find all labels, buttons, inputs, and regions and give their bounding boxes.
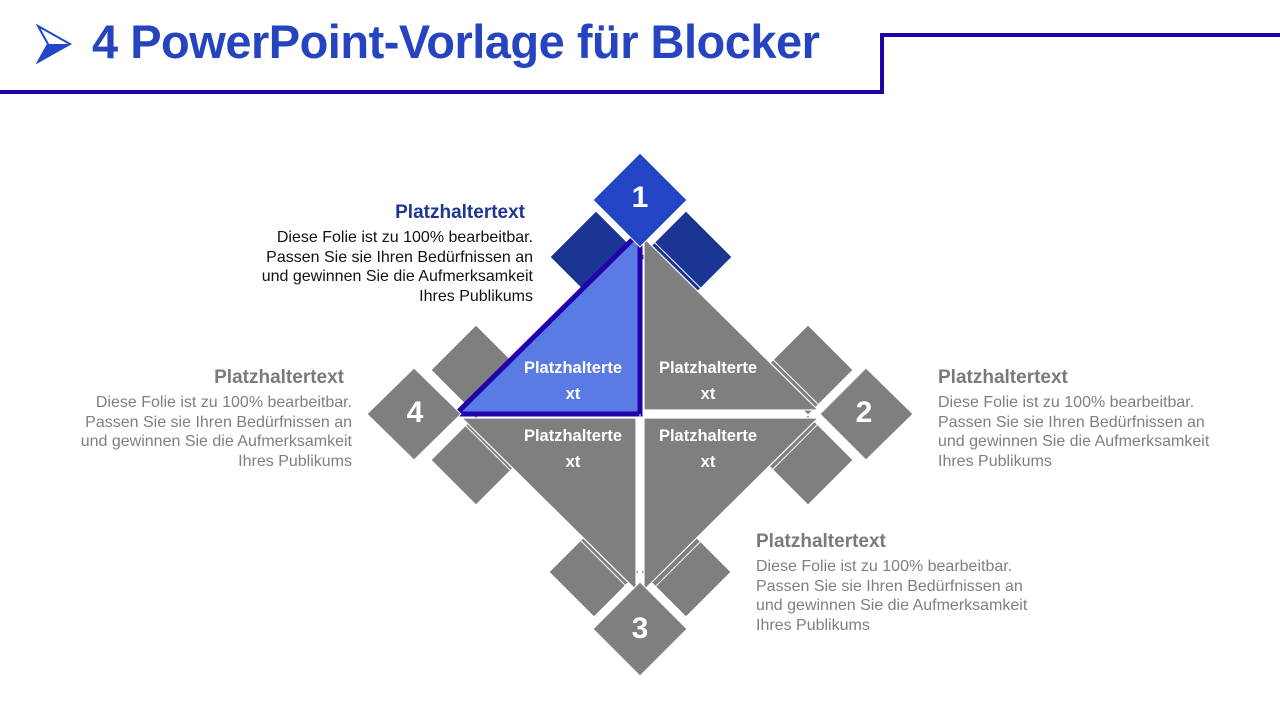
block-heading: Platzhaltertext xyxy=(938,367,1068,388)
number-diamond-3 xyxy=(592,581,688,677)
step-number-3: 3 xyxy=(631,612,649,645)
quadrant-top-left-highlighted xyxy=(449,226,643,417)
step-number-2: 2 xyxy=(855,396,873,429)
step-number-1: 1 xyxy=(631,181,649,214)
quadrant-label-line: xt xyxy=(700,453,716,471)
block-body: Diese Folie ist zu 100% bearbeitbar. Pas… xyxy=(756,557,1076,635)
title-frame-top xyxy=(880,33,1280,37)
block-body-line: und gewinnen Sie die Aufmerksamkeit xyxy=(756,597,1028,614)
block-body-line: Diese Folie ist zu 100% bearbeitbar. xyxy=(756,558,1013,575)
block-body-line: Passen Sie sie Ihren Bedürfnissen an xyxy=(756,577,1023,595)
quadrant-top-right xyxy=(643,236,820,411)
text-block-1: Platzhaltertext Diese Folie ist zu 100% … xyxy=(213,202,533,306)
block-body: Diese Folie ist zu 100% bearbeitbar. Pas… xyxy=(213,228,533,306)
block-body-line: Ihres Publikums xyxy=(756,616,870,634)
diamond-edge-line xyxy=(646,234,827,413)
block-body-line: Ihres Publikums xyxy=(419,287,533,305)
quadrant-label-line: xt xyxy=(565,385,581,403)
block-body-line: Diese Folie ist zu 100% bearbeitbar. xyxy=(95,394,352,411)
number-diamond-2 xyxy=(819,367,914,461)
text-block-3: Platzhaltertext Diese Folie ist zu 100% … xyxy=(756,531,1076,635)
diamond-edge-line xyxy=(455,415,637,597)
page-title: 4 PowerPoint-Vorlage für Blocker xyxy=(92,15,820,68)
number-diamond-1 xyxy=(592,152,688,248)
title-underline xyxy=(0,90,884,94)
quadrant-label-bottom-left: Platzhalterte xt xyxy=(508,423,638,475)
block-body-line: und gewinnen Sie die Aufmerksamkeit xyxy=(261,268,533,285)
quadrant-label-line: xt xyxy=(700,385,716,403)
block-heading: Platzhaltertext xyxy=(756,531,886,552)
text-block-4: Platzhaltertext Diese Folie ist zu 100% … xyxy=(32,367,352,471)
quadrant-label-line: Platzhalterte xyxy=(523,427,623,445)
arrow-bullet-icon xyxy=(36,24,72,64)
quadrant-label-bottom-right: Platzhalterte xt xyxy=(643,423,773,475)
quadrant-label-line: xt xyxy=(565,453,581,471)
block-body-line: Passen Sie sie Ihren Bedürfnissen an xyxy=(266,248,533,266)
quadrant-bottom-right xyxy=(643,417,820,592)
block-heading: Platzhaltertext xyxy=(214,367,344,388)
diamond-edge-line xyxy=(645,415,827,597)
step-number-4: 4 xyxy=(406,396,424,429)
block-body-line: Ihres Publikums xyxy=(938,452,1052,470)
block-body-line: Passen Sie sie Ihren Bedürfnissen an xyxy=(85,413,352,431)
block-body-line: und gewinnen Sie die Aufmerksamkeit xyxy=(80,433,352,450)
quadrant-label-line: Platzhalterte xyxy=(658,427,758,445)
quadrant-label-line: Platzhalterte xyxy=(523,359,623,377)
text-block-2: Platzhaltertext Diese Folie ist zu 100% … xyxy=(938,367,1258,471)
block-body-line: Passen Sie sie Ihren Bedürfnissen an xyxy=(938,413,1205,431)
number-diamond-4 xyxy=(366,367,462,461)
block-body-line: und gewinnen Sie die Aufmerksamkeit xyxy=(938,433,1210,450)
block-body-line: Ihres Publikums xyxy=(238,452,352,470)
quadrant-label-line: Platzhalterte xyxy=(658,359,758,377)
quadrant-label-top-left: Platzhalterte xt xyxy=(508,355,638,407)
quadrant-bottom-left xyxy=(460,417,637,592)
quadrant-label-top-right: Platzhalterte xt xyxy=(643,355,773,407)
block-body-line: Diese Folie ist zu 100% bearbeitbar. xyxy=(938,394,1195,411)
block-body-line: Diese Folie ist zu 100% bearbeitbar. xyxy=(276,229,533,246)
block-body: Diese Folie ist zu 100% bearbeitbar. Pas… xyxy=(938,393,1258,471)
title-frame-vertical xyxy=(880,33,884,94)
block-heading: Platzhaltertext xyxy=(395,202,525,223)
block-body: Diese Folie ist zu 100% bearbeitbar. Pas… xyxy=(32,393,352,471)
